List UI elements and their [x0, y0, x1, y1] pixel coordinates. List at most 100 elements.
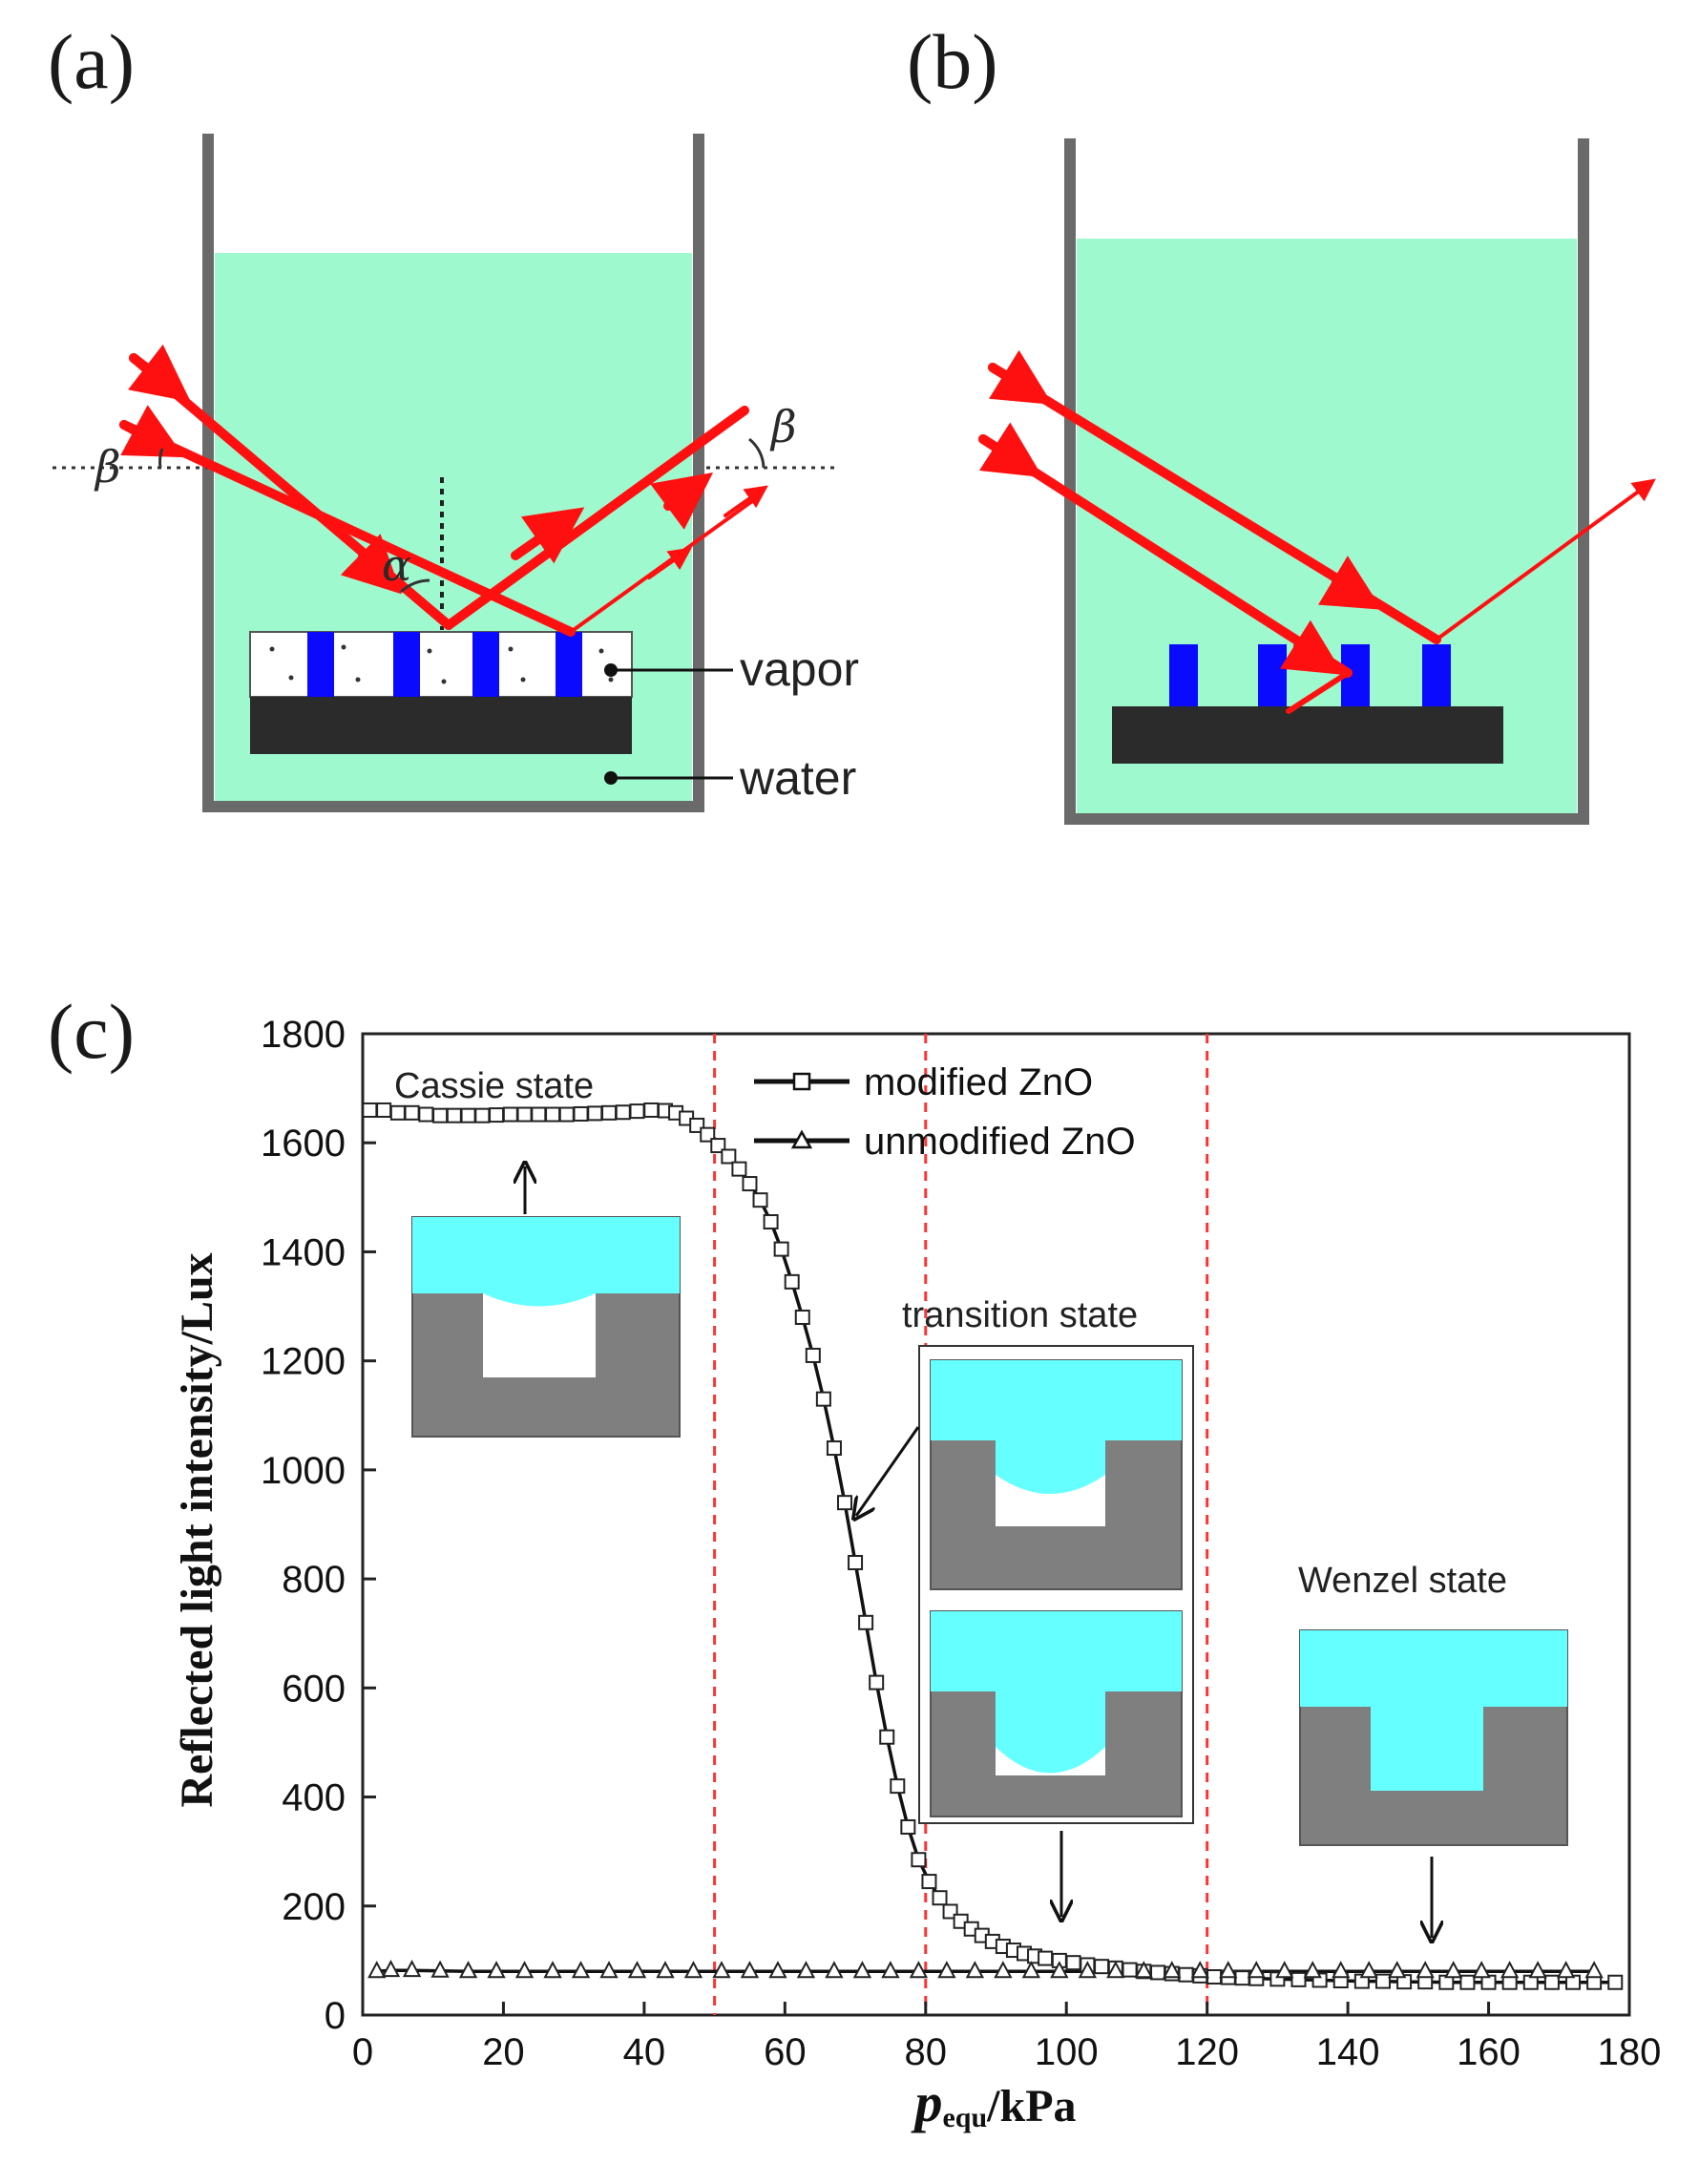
beta-label-left: β	[94, 441, 121, 493]
data-point-unmodified-zno	[825, 1961, 844, 1979]
beta-arc-right	[748, 437, 766, 469]
data-point-modified-zno	[805, 1347, 821, 1363]
y-tick-label: 1000	[261, 1450, 346, 1492]
data-point-modified-zno	[848, 1554, 864, 1570]
wenzel-filled-cavity	[1371, 1707, 1483, 1791]
data-point-unmodified-zno	[487, 1961, 506, 1979]
data-point-modified-zno	[1543, 1974, 1560, 1990]
x-tick-label: 20	[482, 2031, 525, 2073]
data-point-modified-zno	[587, 1105, 603, 1122]
data-point-unmodified-zno	[627, 1961, 647, 1979]
container-b	[1064, 138, 1589, 825]
data-point-unmodified-zno	[514, 1961, 535, 1979]
data-point-modified-zno	[721, 1148, 737, 1165]
y-tick-label: 800	[282, 1559, 346, 1601]
data-point-unmodified-zno	[1050, 1961, 1069, 1979]
transition-upper-liquid	[931, 1360, 1182, 1440]
data-point-modified-zno	[643, 1102, 660, 1118]
data-point-unmodified-zno	[381, 1960, 401, 1978]
beta-arc-left	[158, 448, 164, 469]
data-point-unmodified-zno	[937, 1961, 956, 1979]
x-tick-label: 160	[1457, 2031, 1521, 2073]
data-point-modified-zno	[1094, 1959, 1110, 1975]
wenzel-inset: Wenzel state	[1298, 1561, 1568, 1938]
data-point-modified-zno	[815, 1391, 831, 1407]
data-point-unmodified-zno	[458, 1961, 478, 1979]
data-point-modified-zno	[573, 1105, 589, 1122]
data-point-modified-zno	[601, 1104, 618, 1121]
data-point-unmodified-zno	[1416, 1961, 1435, 1979]
data-point-unmodified-zno	[740, 1961, 760, 1979]
data-point-unmodified-zno	[965, 1961, 985, 1979]
data-point-modified-zno	[1065, 1955, 1081, 1971]
wenzel-liquid	[1300, 1630, 1567, 1707]
data-point-modified-zno	[1178, 1966, 1194, 1983]
transition-state-label: transition state	[902, 1295, 1138, 1335]
data-point-modified-zno	[432, 1107, 449, 1124]
substrate	[1112, 706, 1503, 764]
vapor-dots	[269, 644, 614, 684]
x-tick-label: 60	[764, 2031, 807, 2073]
data-point-unmodified-zno	[994, 1961, 1013, 1979]
data-point-modified-zno	[531, 1106, 547, 1123]
pillar	[472, 632, 499, 697]
data-point-modified-zno	[890, 1778, 906, 1795]
data-point-unmodified-zno	[768, 1961, 787, 1979]
panel-b: (b)	[907, 18, 1656, 825]
data-point-unmodified-zno	[1078, 1961, 1098, 1979]
y-tick-label: 1200	[261, 1341, 346, 1383]
cassie-cavity	[483, 1293, 596, 1377]
data-point-modified-zno	[1234, 1970, 1250, 1986]
data-point-unmodified-zno	[402, 1960, 422, 1978]
pillar	[393, 632, 420, 697]
data-point-modified-zno	[921, 1874, 937, 1890]
data-point-modified-zno	[615, 1104, 631, 1121]
series-markers	[362, 1102, 1624, 1990]
data-point-unmodified-zno	[1190, 1961, 1209, 1979]
x-tick-label: 140	[1316, 2031, 1380, 2073]
data-point-modified-zno	[932, 1890, 948, 1906]
data-point-modified-zno	[418, 1106, 434, 1123]
data-point-unmodified-zno	[712, 1961, 731, 1979]
data-point-modified-zno	[474, 1107, 491, 1124]
panel-a: (a)	[48, 18, 859, 812]
x-tick-label: 180	[1598, 2031, 1662, 2073]
substrate	[250, 697, 632, 754]
y-tick-label: 200	[282, 1886, 346, 1928]
data-point-modified-zno	[489, 1107, 505, 1124]
data-point-modified-zno	[545, 1106, 561, 1123]
plot-frame	[361, 1032, 1631, 2017]
alpha-label: α	[382, 539, 411, 591]
data-point-modified-zno	[836, 1495, 852, 1511]
data-point-modified-zno	[404, 1104, 420, 1121]
panel-b-label: (b)	[907, 18, 998, 105]
legend-marker-triangle	[790, 1129, 813, 1149]
water-label: water	[739, 751, 856, 805]
data-point-modified-zno	[773, 1241, 789, 1257]
panel-a-label: (a)	[48, 18, 135, 105]
data-point-unmodified-zno	[1359, 1961, 1378, 1979]
y-tick-label: 1600	[261, 1123, 346, 1165]
light-rays-b	[978, 349, 1656, 714]
data-point-modified-zno	[794, 1309, 810, 1325]
data-point-modified-zno	[389, 1104, 406, 1121]
x-tick-label: 80	[905, 2031, 948, 2073]
data-point-unmodified-zno	[1556, 1961, 1576, 1979]
data-point-modified-zno	[752, 1192, 768, 1208]
data-point-modified-zno	[742, 1176, 758, 1192]
legend-label-unmodified: unmodified ZnO	[864, 1121, 1136, 1163]
y-tick-label: 1400	[261, 1231, 346, 1273]
data-point-unmodified-zno	[796, 1961, 816, 1979]
alpha-arc	[399, 578, 430, 594]
data-point-modified-zno	[1374, 1973, 1391, 1989]
data-point-unmodified-zno	[367, 1961, 387, 1979]
pillar	[307, 632, 334, 697]
data-point-modified-zno	[900, 1818, 916, 1835]
pillar	[556, 632, 582, 697]
vapor-label: vapor	[740, 642, 859, 696]
pillar	[1169, 644, 1198, 706]
data-point-modified-zno	[1038, 1950, 1054, 1966]
